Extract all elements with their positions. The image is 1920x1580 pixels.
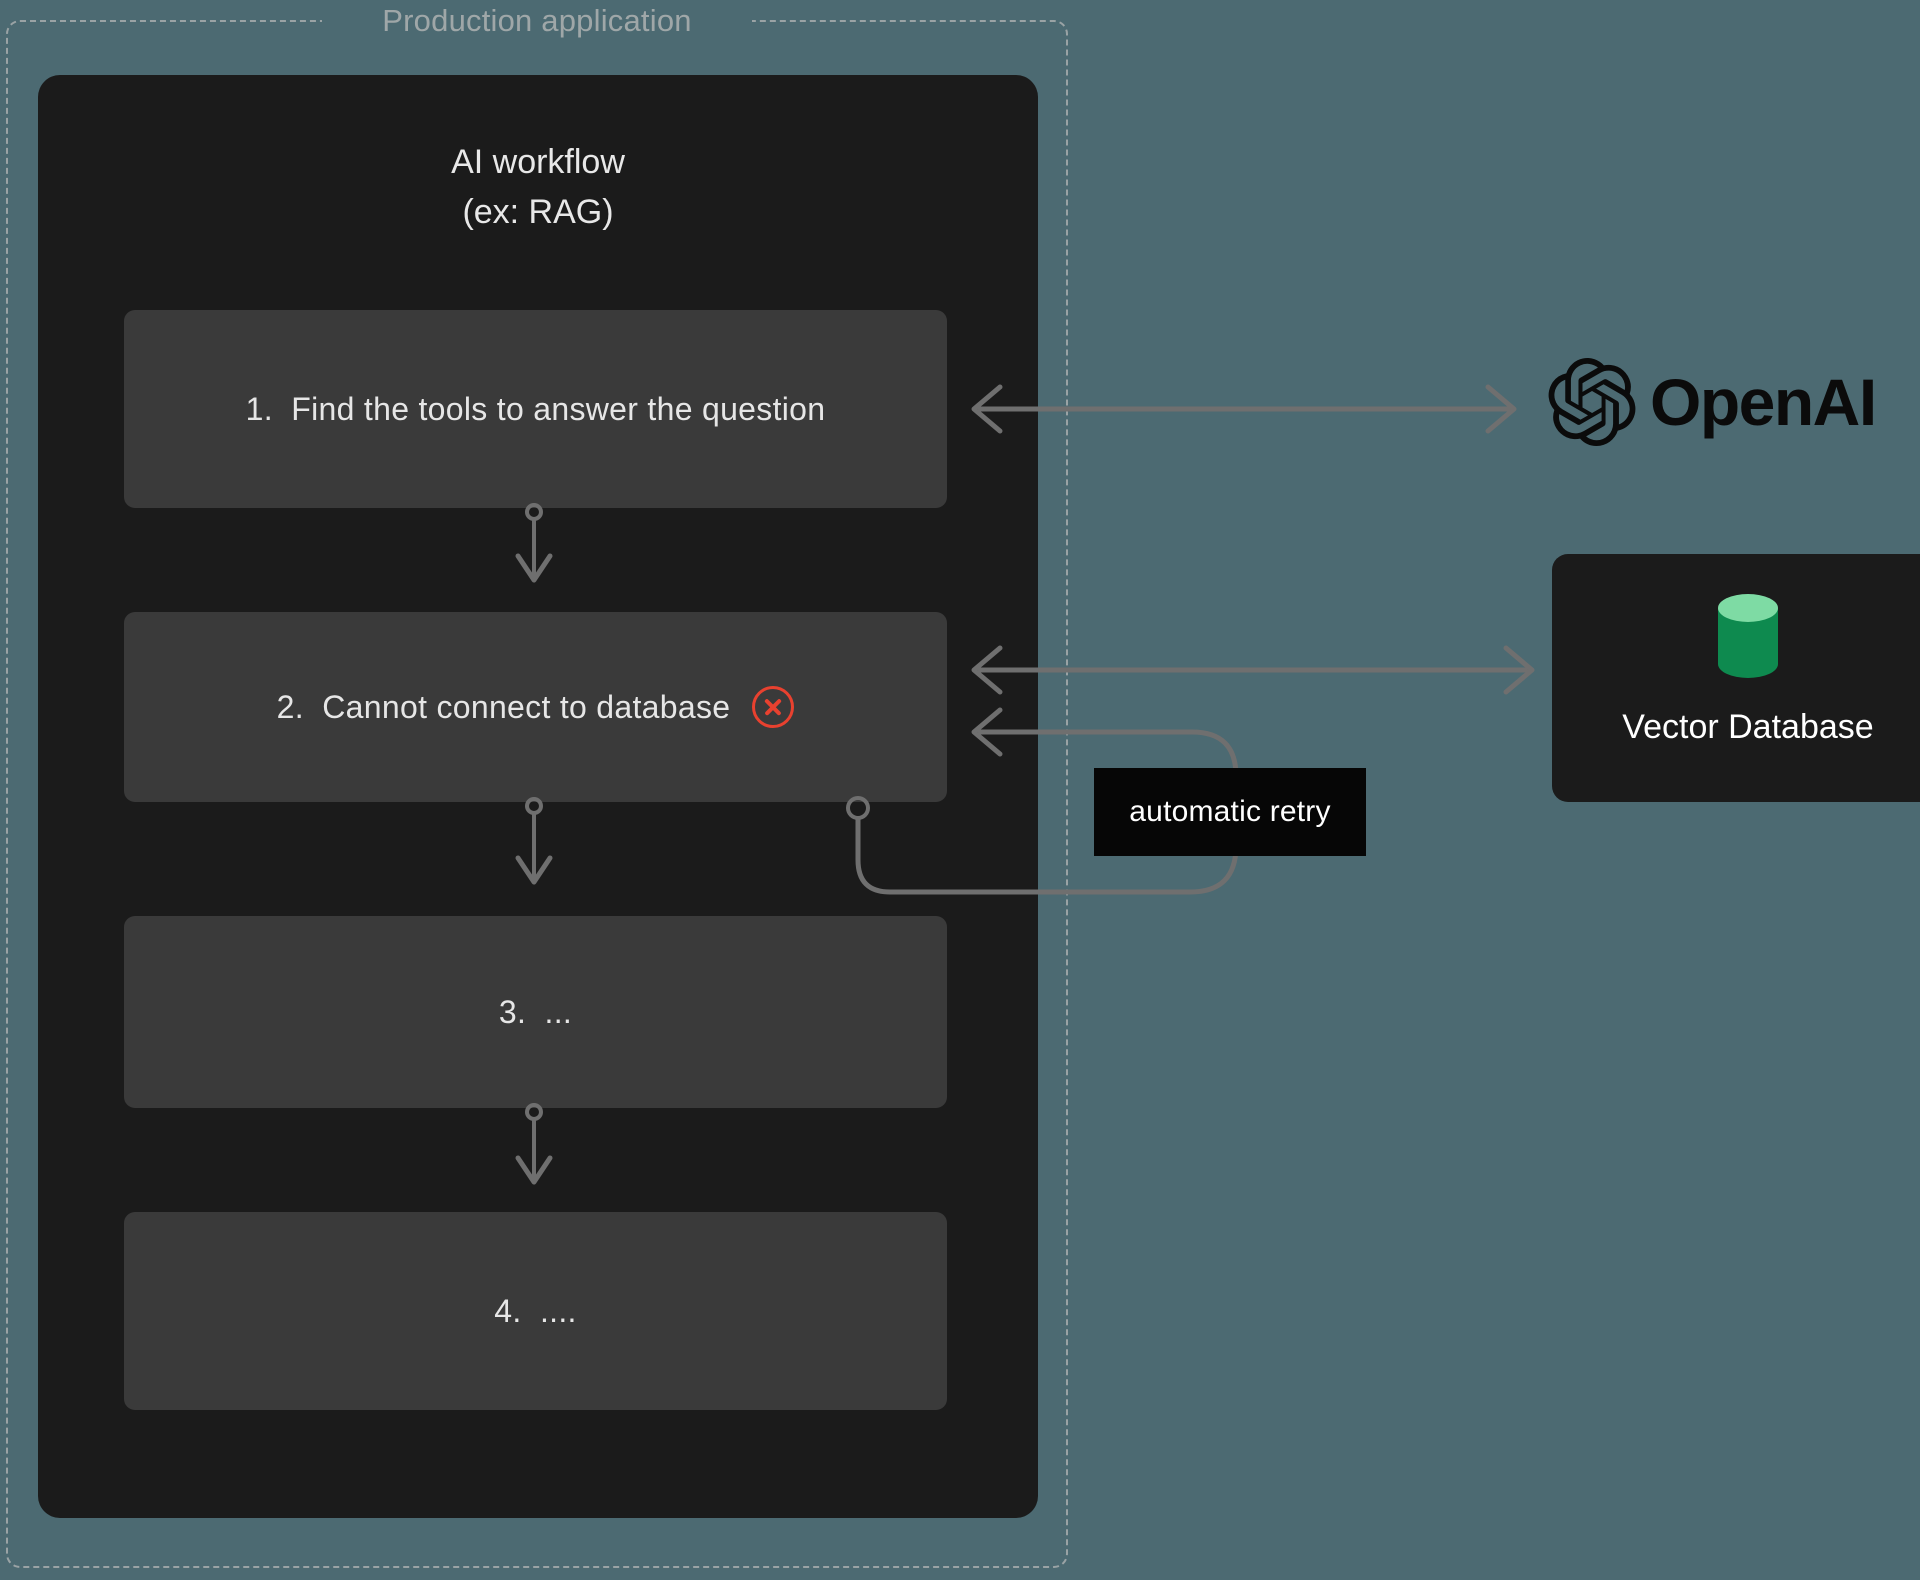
workflow-step-2[interactable]: 2. Cannot connect to database <box>124 612 947 802</box>
openai-logo: OpenAI <box>1548 358 1877 446</box>
ai-workflow-title: AI workflow (ex: RAG) <box>451 143 625 231</box>
database-cylinder-icon <box>1718 594 1778 678</box>
workflow-step-3-content: 3. ... <box>499 994 572 1031</box>
openai-blossom-icon <box>1548 358 1636 446</box>
vector-database-label: Vector Database <box>1622 708 1874 746</box>
vector-database-card[interactable]: Vector Database <box>1552 554 1920 802</box>
openai-wordmark: OpenAI <box>1650 365 1877 439</box>
automatic-retry-label: automatic retry <box>1094 768 1366 856</box>
workflow-step-4-label: 4. .... <box>494 1292 577 1329</box>
workflow-step-1-label: 1. Find the tools to answer the question <box>245 390 826 427</box>
workflow-step-1-content: 1. Find the tools to answer the question <box>246 391 826 428</box>
workflow-step-1[interactable]: 1. Find the tools to answer the question <box>124 310 947 508</box>
workflow-step-2-label: 2. Cannot connect to database <box>276 688 731 725</box>
workflow-step-4-content: 4. .... <box>494 1293 576 1330</box>
production-application-title: Production application <box>322 2 752 40</box>
workflow-step-3-label: 3. ... <box>498 993 573 1030</box>
error-circle-x-icon <box>752 686 795 728</box>
workflow-step-3[interactable]: 3. ... <box>124 916 947 1108</box>
workflow-step-4[interactable]: 4. .... <box>124 1212 947 1410</box>
workflow-step-2-content: 2. Cannot connect to database <box>277 686 795 728</box>
